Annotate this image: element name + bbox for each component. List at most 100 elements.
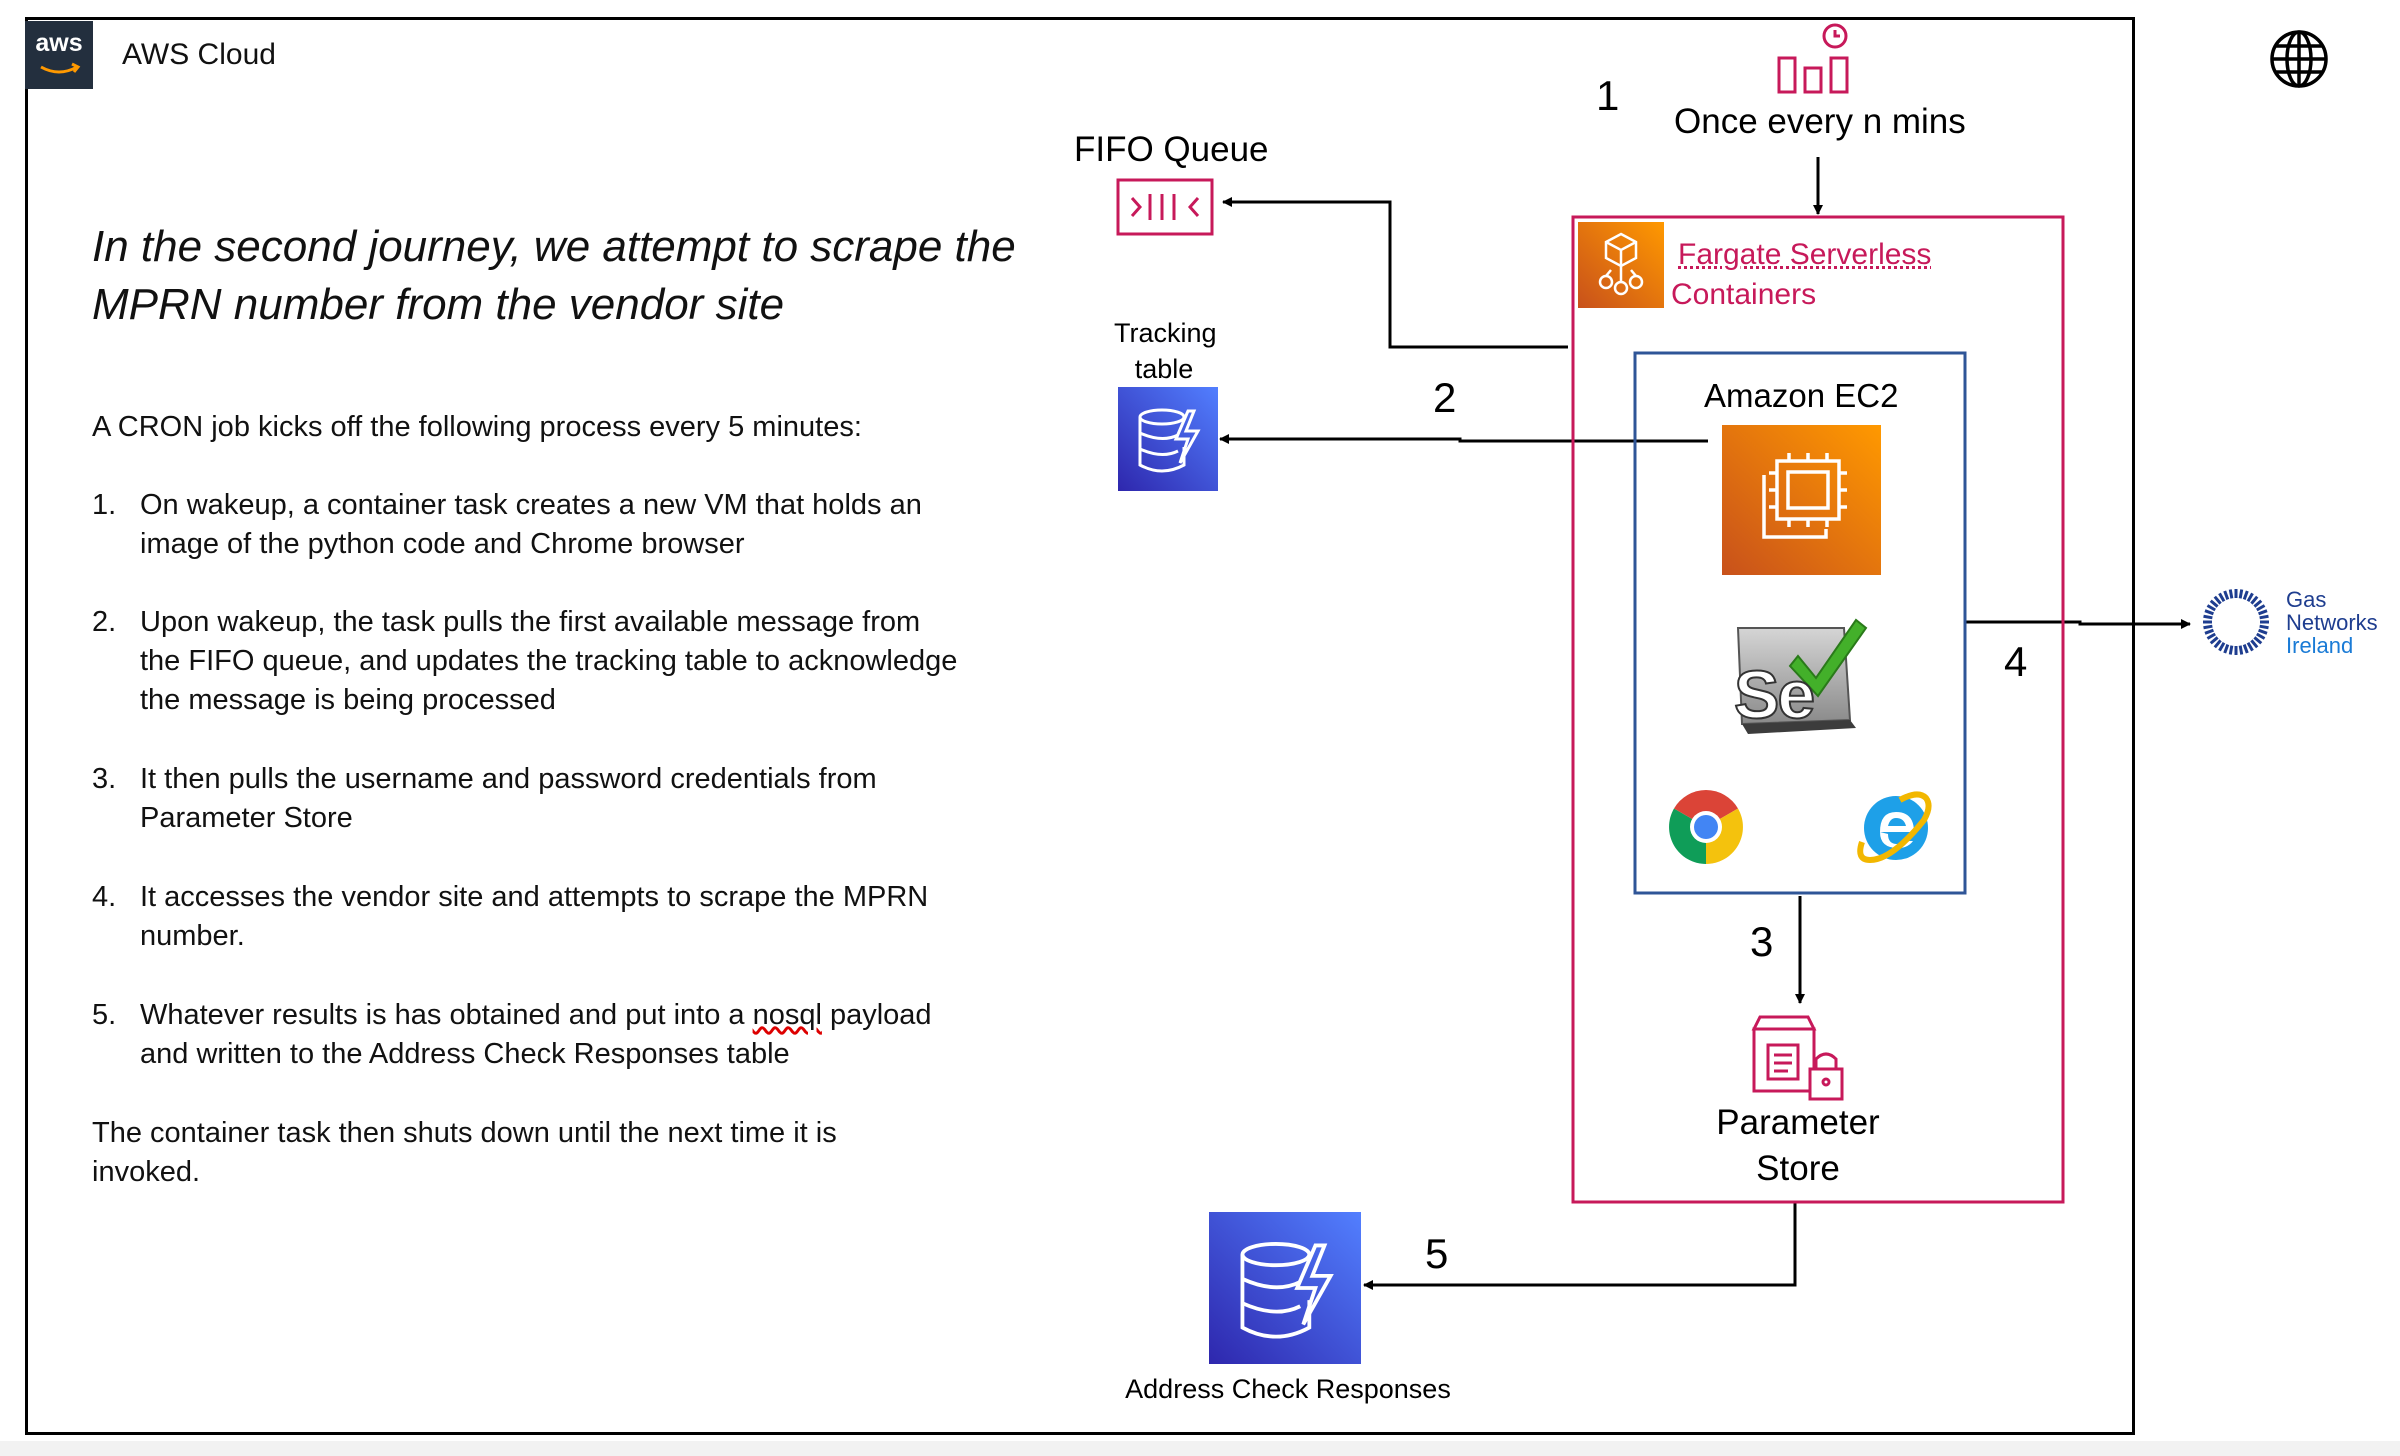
gni-label-ireland: Ireland — [2286, 633, 2354, 658]
gni-tick — [2204, 609, 2214, 616]
scheduler-icon — [1777, 23, 1849, 94]
fargate-icon — [1578, 222, 1664, 308]
step-number-2: 2 — [1433, 374, 1457, 421]
outro-line-1: The container task then shuts down until… — [92, 1117, 837, 1149]
step-number-1: 1 — [1596, 72, 1620, 119]
gni-tick — [2213, 595, 2222, 605]
dynamodb-responses-table-icon — [1209, 1212, 1361, 1364]
step-line: the message is being processed — [140, 684, 556, 716]
globe-icon — [2270, 30, 2328, 88]
fifo-queue-icon — [1116, 178, 1214, 236]
gni-tick — [2218, 592, 2226, 602]
selenium-text: Se — [1733, 656, 1816, 734]
aws-cloud-label: AWS Cloud — [122, 38, 276, 71]
step-line: Upon wakeup, the task pulls the first av… — [140, 606, 921, 638]
gni-tick — [2253, 599, 2263, 608]
fargate-label-2: Containers — [1671, 278, 1817, 311]
gni-tick — [2250, 595, 2259, 605]
arrow-ec2-to-tracking — [1219, 434, 1708, 444]
step-line-part: payload — [821, 999, 932, 1031]
chrome-icon — [1669, 790, 1743, 864]
selenium-icon — [1736, 618, 1868, 734]
intro-text: A CRON job kicks off the following proce… — [92, 411, 862, 443]
gni-tick — [2209, 599, 2219, 608]
gni-tick — [2228, 645, 2234, 655]
outro-text: The container task then shuts down until… — [92, 1114, 837, 1192]
step-line: Parameter Store — [140, 802, 353, 834]
aws-logo-text: aws — [35, 29, 83, 57]
gni-tick — [2253, 636, 2263, 645]
step-line: It then pulls the username and password … — [140, 763, 877, 795]
parameter-store-label-2: Store — [1756, 1149, 1840, 1188]
gni-tick — [2228, 589, 2234, 599]
dynamodb-tracking-table-icon — [1118, 387, 1218, 491]
diagram-frame — [25, 17, 2135, 1435]
gni-tick — [2258, 628, 2268, 635]
gni-tick — [2259, 614, 2269, 620]
heading-line-2: MPRN number from the vendor site — [92, 280, 785, 329]
gni-tick — [2246, 592, 2254, 602]
gni-tick — [2238, 589, 2244, 599]
step-number-5: 5 — [1425, 1230, 1449, 1277]
gas-networks-ireland-logo-icon — [2203, 589, 2269, 655]
gni-label-networks: Networks — [2286, 610, 2378, 635]
gni-tick — [2246, 642, 2254, 652]
ec2-icon — [1722, 425, 1881, 575]
step-number: 2. — [92, 606, 117, 638]
outro-line-2: invoked. — [92, 1156, 201, 1188]
step-number: 3. — [92, 763, 117, 795]
ec2-box — [1633, 351, 1967, 895]
step-line: and written to the Address Check Respons… — [140, 1038, 790, 1070]
arrow-param-to-responses — [1363, 1202, 1797, 1290]
step-line: image of the python code and Chrome brow… — [140, 528, 745, 560]
ec2-label: Amazon EC2 — [1704, 377, 1899, 414]
gni-tick — [2242, 644, 2249, 654]
fifo-queue-label: FIFO Queue — [1074, 130, 1269, 169]
step-number: 1. — [92, 489, 117, 521]
gni-tick — [2256, 632, 2266, 640]
step-line: the FIFO queue, and updates the tracking… — [140, 645, 958, 677]
step-line: On wakeup, a container task creates a ne… — [140, 489, 922, 521]
gni-tick — [2218, 642, 2226, 652]
step-number: 5. — [92, 999, 117, 1031]
gni-tick — [2223, 590, 2230, 600]
gni-tick — [2259, 624, 2269, 630]
gni-tick — [2206, 604, 2216, 612]
gni-tick — [2209, 636, 2219, 645]
parameter-store-icon — [1751, 1015, 1844, 1101]
aws-smile-icon — [40, 62, 81, 74]
step-number: 4. — [92, 881, 117, 913]
gni-tick — [2256, 604, 2266, 612]
gni-tick — [2203, 614, 2213, 620]
gni-label-gas: Gas — [2286, 587, 2327, 612]
aws-logo-icon: aws — [25, 21, 93, 89]
gni-tick — [2204, 628, 2214, 635]
step-line-part: Whatever results is has obtained and put… — [140, 999, 753, 1031]
fargate-container-box — [1571, 215, 2065, 1204]
page-heading: In the second journey, we attempt to scr… — [92, 218, 1092, 334]
internet-explorer-icon — [1857, 791, 1932, 864]
gni-tick — [2223, 644, 2230, 654]
gni-tick — [2258, 609, 2268, 616]
arrow-fargate-to-fifo — [1222, 197, 1568, 349]
nosql-word: nosql — [752, 999, 822, 1031]
step-number-3: 3 — [1750, 918, 1774, 965]
step-number-4: 4 — [2004, 638, 2028, 685]
gni-tick — [2213, 639, 2222, 649]
gni-tick — [2250, 639, 2259, 649]
tracking-label-2: table — [1134, 354, 1194, 384]
gni-tick — [2238, 645, 2244, 655]
heading-line-1: In the second journey, we attempt to scr… — [92, 222, 1016, 271]
gni-tick — [2242, 590, 2249, 600]
parameter-store-label-1: Parameter — [1716, 1103, 1880, 1142]
gas-networks-ireland-label: Gas Networks Ireland — [2286, 588, 2378, 657]
step-line: It accesses the vendor site and attempts… — [140, 881, 929, 913]
arrow-ec2-to-gni — [1966, 619, 2191, 629]
scheduler-label: Once every n mins — [1674, 102, 1966, 141]
step-line: number. — [140, 920, 245, 952]
fargate-label-1: Fargate Serverless — [1678, 238, 1932, 271]
tracking-label-1: Tracking — [1114, 318, 1217, 348]
gni-tick — [2203, 624, 2213, 630]
bottom-strip — [0, 1441, 2400, 1456]
